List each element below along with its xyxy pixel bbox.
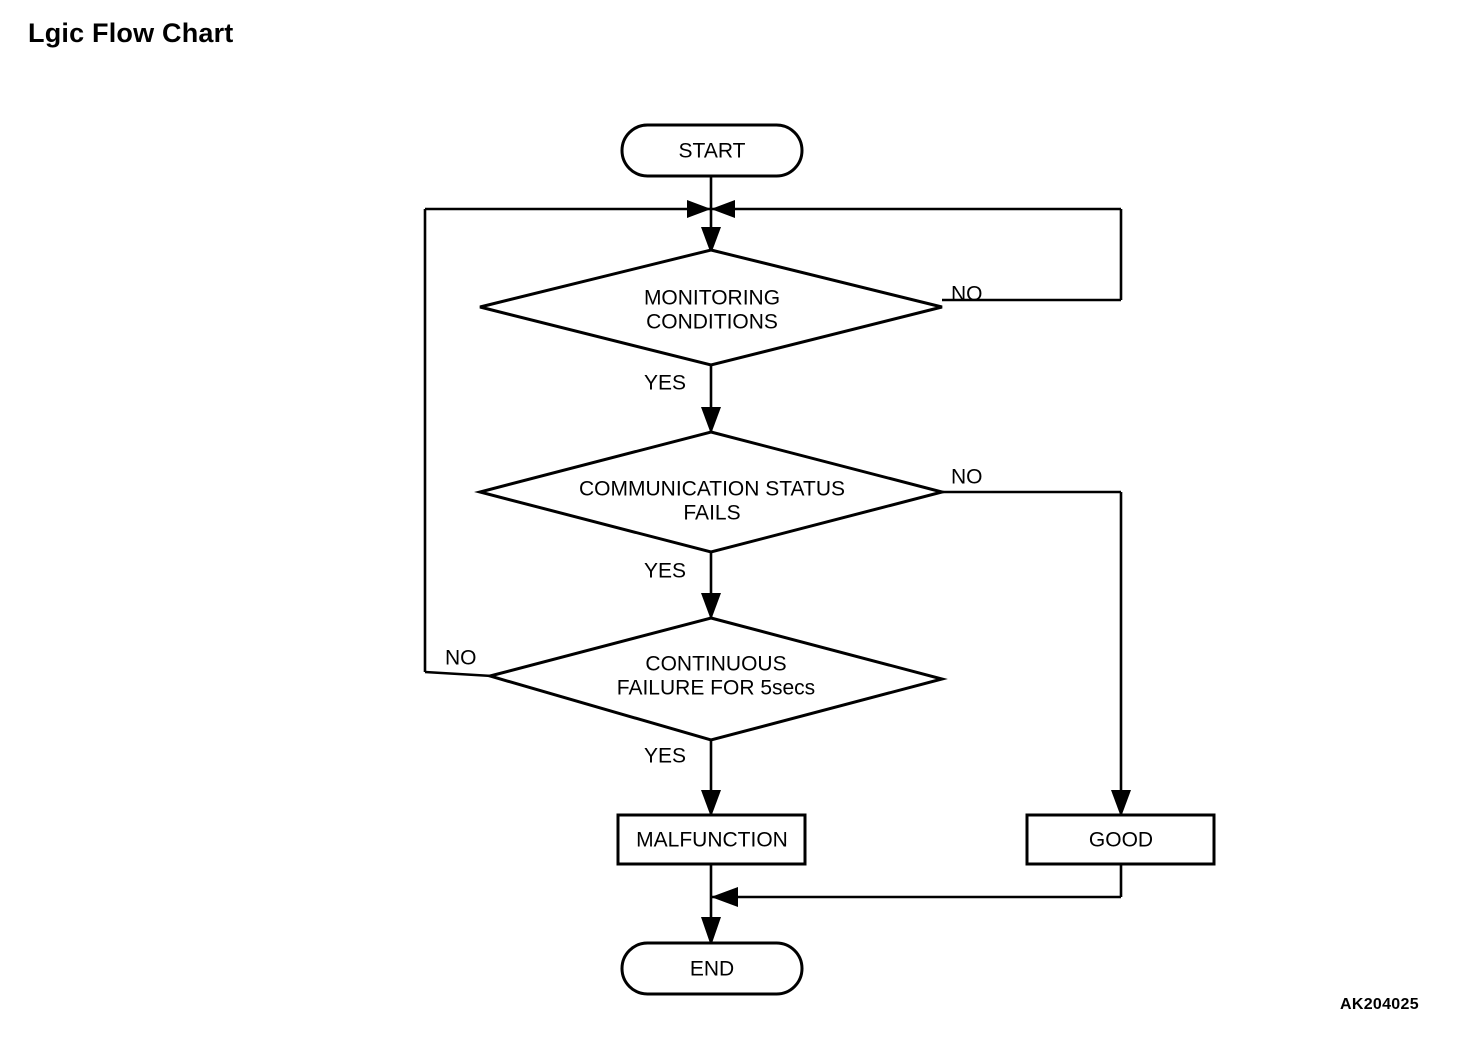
node-malfunction-label: MALFUNCTION (636, 829, 788, 852)
page-title: Lgic Flow Chart (28, 18, 234, 48)
node-monitoring-line1: MONITORING (644, 287, 780, 310)
node-continuous-line2: FAILURE FOR 5secs (617, 677, 815, 700)
node-end-label: END (690, 958, 734, 981)
node-communication-status-fails[interactable] (474, 430, 948, 554)
arrowhead-good-merge (711, 887, 738, 907)
edge-label-commstatus-yes: YES (644, 560, 686, 583)
edge-label-monitoring-no: NO (951, 283, 983, 306)
edge-label-commstatus-no: NO (951, 466, 983, 489)
edge-label-continuous-yes: YES (644, 745, 686, 768)
node-continuous-line1: CONTINUOUS (645, 653, 786, 676)
edge-label-monitoring-yes: YES (644, 372, 686, 395)
node-commstatus-line1: COMMUNICATION STATUS (579, 478, 845, 501)
node-monitoring-conditions[interactable] (479, 248, 943, 367)
arrowhead-into-monitoring (701, 227, 721, 254)
node-malfunction[interactable] (616, 813, 807, 866)
arrowhead-into-end (701, 917, 721, 946)
connector-continuous-no-horizontal (424, 670, 493, 678)
node-continuous-failure[interactable] (484, 616, 948, 742)
arrowhead-left-return (687, 200, 711, 218)
arrowhead-right-return (711, 200, 735, 218)
node-good-label: GOOD (1089, 829, 1153, 852)
arrowhead-into-good (1111, 790, 1131, 817)
node-monitoring-line2: CONDITIONS (646, 311, 778, 334)
arrowhead-into-malfunction (701, 790, 721, 817)
edge-label-continuous-no: NO (445, 647, 477, 670)
arrowhead-into-continuous (701, 593, 721, 620)
figure-code-label: AK204025 (1340, 996, 1419, 1013)
arrowhead-into-commstatus (701, 407, 721, 434)
node-start[interactable] (620, 123, 804, 178)
node-good[interactable] (1025, 813, 1216, 866)
node-start-label: START (679, 140, 746, 163)
node-end[interactable] (620, 941, 804, 996)
node-commstatus-line2: FAILS (683, 502, 740, 525)
